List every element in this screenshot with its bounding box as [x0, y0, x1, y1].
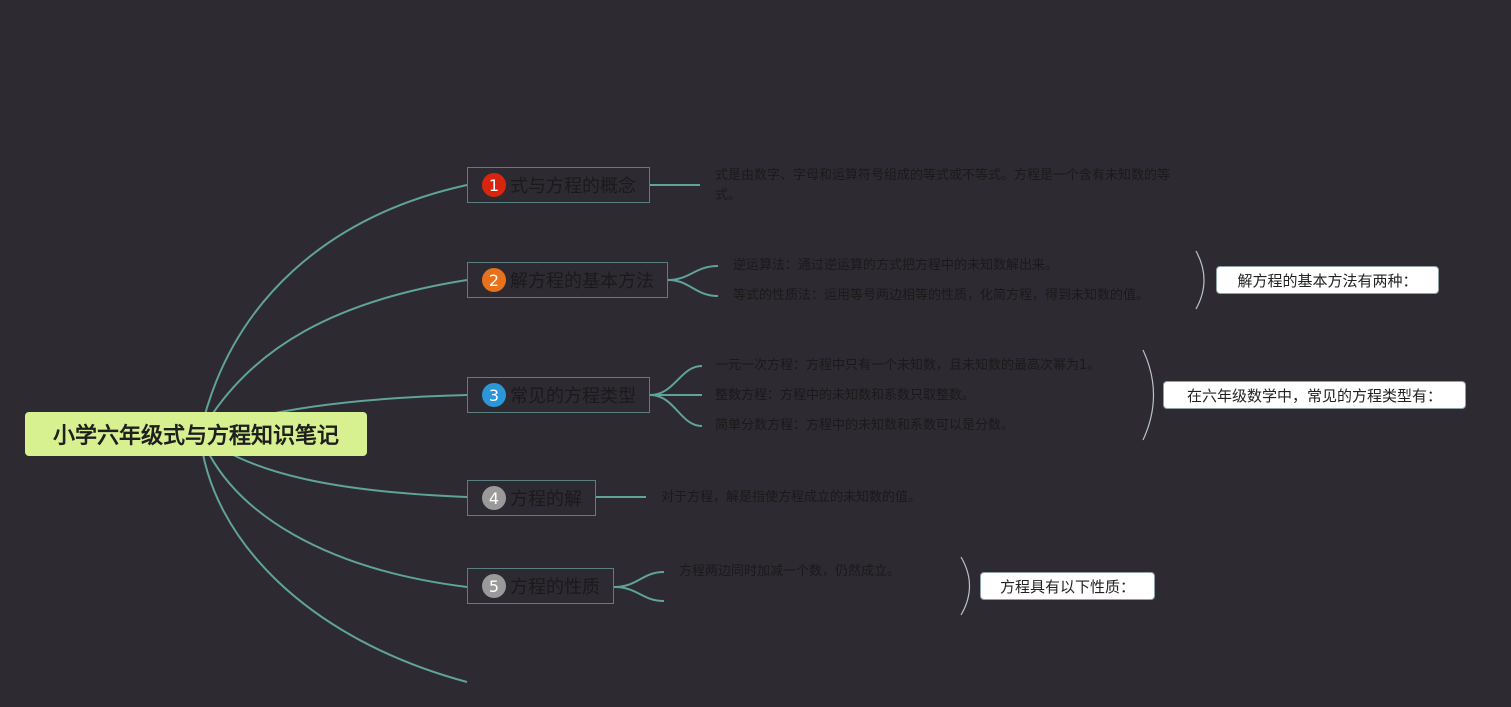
summary-brace-5 [960, 556, 970, 616]
summary-label: 解方程的基本方法有两种： [1237, 271, 1418, 290]
branch-connector-5 [199, 433, 468, 588]
topic-label: 常见的方程类型 [510, 386, 636, 407]
topic-solution[interactable]: 4 方程的解 [467, 480, 596, 516]
detail-solution[interactable]: 对于方程，解是指使方程成立的未知数的值。 [661, 490, 922, 505]
summary-brace-3 [1142, 349, 1155, 441]
topic-solving-methods[interactable]: 2 解方程的基本方法 [467, 262, 668, 298]
root-topic[interactable]: 小学六年级式与方程知识笔记 [25, 412, 367, 456]
branch-connector-2 [199, 279, 468, 435]
branch-connector-6 [199, 433, 468, 683]
detail-property[interactable]: 方程两边同时加减一个数，仍然成立。 [679, 564, 901, 579]
topic-label: 解方程的基本方法 [510, 271, 654, 292]
leaf-connector-3a [649, 365, 703, 396]
summary-solving-methods[interactable]: 解方程的基本方法有两种： [1216, 266, 1439, 294]
leaf-connector-3c [649, 394, 703, 427]
topic-label: 式与方程的概念 [510, 176, 636, 197]
summary-properties[interactable]: 方程具有以下性质： [980, 572, 1155, 600]
topic-label: 方程的性质 [510, 577, 600, 598]
summary-label: 方程具有以下性质： [999, 577, 1135, 596]
leaf-connector-2a [667, 265, 719, 281]
summary-equation-types[interactable]: 在六年级数学中，常见的方程类型有： [1163, 381, 1466, 409]
detail-concept[interactable]: 式是由数字、字母和运算符号组成的等式或不等式。方程是一个含有未知数的等 式。 [715, 166, 1215, 206]
leaf-connector-5a [613, 571, 665, 588]
branch-connector-1 [199, 184, 468, 435]
number-badge-1: 1 [482, 173, 506, 197]
root-title: 小学六年级式与方程知识笔记 [52, 424, 339, 449]
topic-properties[interactable]: 5 方程的性质 [467, 568, 614, 604]
number-badge-3: 3 [482, 383, 506, 407]
detail-inverse-operation[interactable]: 逆运算法：通过逆运算的方式把方程中的未知数解出来。 [733, 258, 1059, 273]
detail-line: 式。 [715, 188, 742, 203]
detail-equality-property[interactable]: 等式的性质法：运用等号两边相等的性质，化简方程，得到未知数的值。 [733, 288, 1150, 303]
summary-label: 在六年级数学中，常见的方程类型有： [1186, 386, 1442, 405]
detail-line: 式是由数字、字母和运算符号组成的等式或不等式。方程是一个含有未知数的等 [715, 168, 1171, 183]
leaf-connector-5b [613, 586, 665, 602]
detail-linear-equation[interactable]: 一元一次方程：方程中只有一个未知数，且未知数的最高次幂为1。 [715, 358, 1101, 373]
detail-fraction-equation[interactable]: 简单分数方程：方程中的未知数和系数可以是分数。 [715, 418, 1015, 433]
number-badge-2: 2 [482, 268, 506, 292]
topic-concept[interactable]: 1 式与方程的概念 [467, 167, 650, 203]
topic-label: 方程的解 [510, 489, 582, 510]
leaf-connector-2b [667, 279, 719, 297]
summary-brace-2 [1195, 250, 1205, 310]
topic-equation-types[interactable]: 3 常见的方程类型 [467, 377, 650, 413]
number-badge-5: 5 [482, 574, 506, 598]
number-badge-4: 4 [482, 486, 506, 510]
detail-integer-equation[interactable]: 整数方程：方程中的未知数和系数只取整数。 [715, 388, 976, 403]
